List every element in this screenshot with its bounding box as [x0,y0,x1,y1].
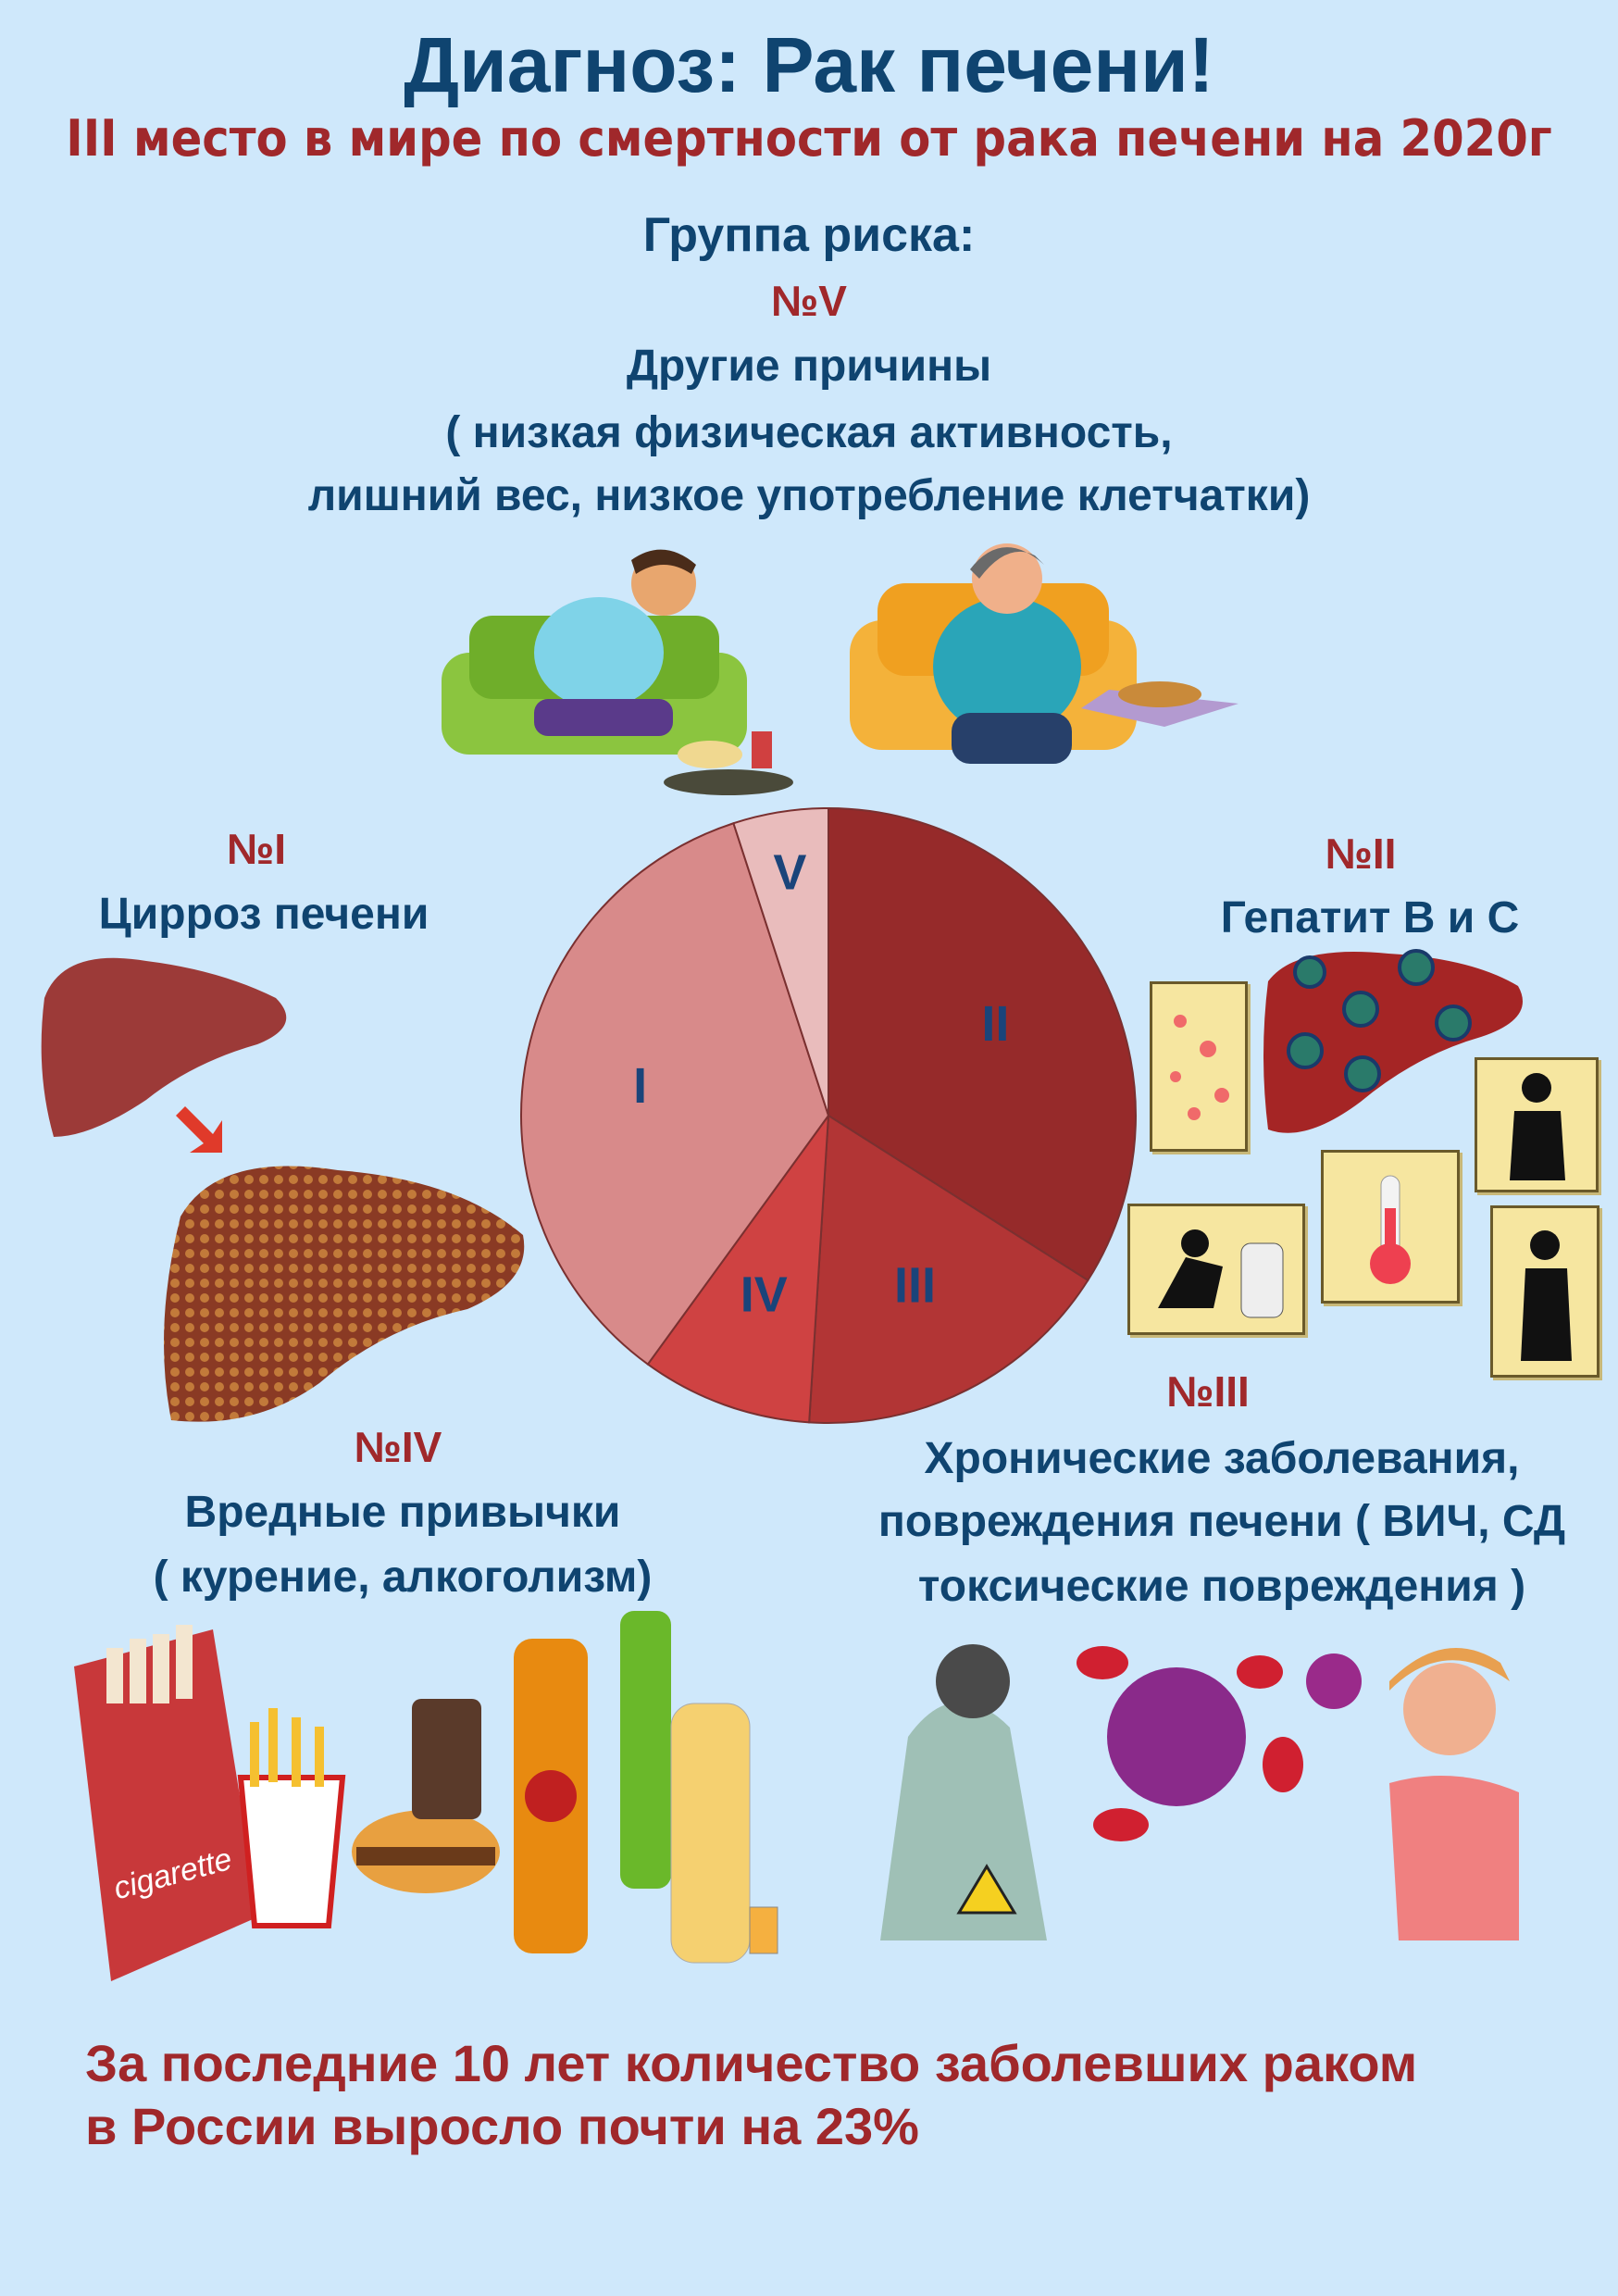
group-i-title: Цирроз печени [98,890,429,939]
rash-symptom-card [1150,981,1248,1152]
group-i-number: №I [226,825,287,873]
group-iii-line: токсические повреждения ) [917,1562,1526,1611]
group-iii-line: Хронические заболевания, [924,1434,1520,1483]
pie-slice-v [732,806,829,1117]
pie-label-v: V [773,845,806,901]
group-iii-number: №III [1166,1367,1250,1416]
pie-slice-i [519,821,830,1366]
footer-line: в России выросло почти на 23% [85,2097,919,2155]
group-iv-line: ( курение, алкоголизм) [153,1553,653,1602]
abdominal-pain-symptom-card [1475,1057,1599,1192]
group-iii-line: повреждения печени ( ВИЧ, СД [877,1497,1566,1546]
group-ii-number: №II [1325,830,1397,878]
nausea-symptom-card [1127,1204,1305,1335]
fever-symptom-card [1321,1150,1460,1304]
group-ii-title: Гепатит В и С [1220,893,1520,942]
cirrhotic-liver-illustration [164,1166,525,1422]
group-iv-number: №IV [354,1423,442,1471]
group-v-line: лишний вес, низкое употребление клетчатк… [307,471,1311,520]
toxic-and-viral-damage-illustration [880,1644,1519,1940]
hepatitis-liver-illustration [1263,949,1523,1133]
man-on-couch-illustration [442,549,793,795]
woman-on-couch-illustration [850,543,1238,764]
pie-label-i: I [633,1058,647,1114]
page-title: Диагноз: Рак печени! [404,21,1214,108]
back-pain-symptom-card [1490,1205,1599,1378]
risk-group-heading: Группа риска: [642,208,976,262]
group-v-line: ( низкая физическая активность, [445,408,1173,457]
arrow-down-icon [176,1106,222,1153]
subtitle: III место в мире по смертности от рака п… [66,109,1552,168]
pie-slice-ii [828,806,1137,1282]
group-iv-title: Вредные привычки [184,1488,621,1537]
healthy-liver-illustration [41,957,287,1137]
bad-habits-illustration: cigarette [74,1611,778,1981]
group-v-title: Другие причины [626,342,992,391]
group-v-number: №V [771,277,847,325]
pie-label-iii: III [894,1257,936,1313]
pie-slice-iv [646,1112,830,1424]
pie-slice-iii [808,1114,1089,1424]
footer-line: За последние 10 лет количество заболевши… [85,2034,1418,2092]
pie-label-ii: II [981,996,1009,1052]
pie-label-iv: IV [741,1267,788,1323]
